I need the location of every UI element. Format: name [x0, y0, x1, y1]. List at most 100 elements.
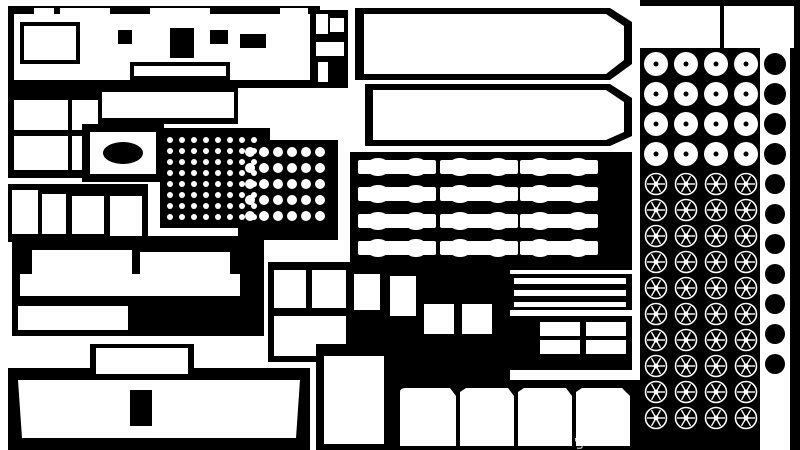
- wheel-hub: [653, 233, 659, 239]
- strut-lug: [366, 239, 390, 257]
- wheel-hub: [683, 181, 689, 187]
- wheel-hub: [683, 363, 689, 369]
- wheel-hub: [683, 389, 689, 395]
- spoked-wheel: [674, 276, 698, 300]
- strut-lug: [528, 185, 552, 203]
- blank-disc: [765, 174, 785, 194]
- wheel-hub: [743, 311, 749, 317]
- strut-parts: [358, 158, 598, 257]
- wheel-hub: [713, 389, 719, 395]
- spoked-wheel: [674, 198, 698, 222]
- strut-lug: [404, 239, 428, 257]
- spoked-wheel: [734, 380, 758, 404]
- disc-hub: [713, 121, 719, 127]
- fitting-ring: [287, 163, 297, 173]
- disc-hub: [743, 121, 749, 127]
- spoked-wheel: [734, 354, 758, 378]
- spoked-wheel: [704, 406, 728, 430]
- fitting-ring: [259, 179, 269, 189]
- spoked-wheel: [734, 302, 758, 326]
- spoked-wheel: [704, 172, 728, 196]
- fitting-ring: [259, 195, 269, 205]
- strut-lug: [448, 239, 472, 257]
- blank-disc: [765, 294, 785, 314]
- strut-lug: [486, 185, 510, 203]
- spoked-wheel: [644, 172, 668, 196]
- fitting-dot: [203, 148, 209, 154]
- deck-panel-lower: [365, 84, 632, 146]
- fitting-ring: [245, 211, 255, 221]
- wheel-hub: [653, 337, 659, 343]
- disc-hub: [683, 151, 689, 157]
- spoked-wheel: [704, 198, 728, 222]
- fitting-ring: [273, 211, 283, 221]
- fitting-ring: [273, 147, 283, 157]
- fitting-dot: [167, 181, 173, 187]
- fitting-dot: [167, 203, 173, 209]
- wheel-hub: [683, 259, 689, 265]
- wheel-hub: [683, 311, 689, 317]
- fitting-dot: [215, 170, 221, 176]
- fitting-ring: [315, 211, 325, 221]
- fitting-dot: [215, 203, 221, 209]
- spoked-wheel: [674, 250, 698, 274]
- fitting-dot: [179, 181, 185, 187]
- fitting-dot: [191, 170, 197, 176]
- wheel-hub: [743, 389, 749, 395]
- fitting-dot: [191, 137, 197, 143]
- fitting-ring: [301, 163, 311, 173]
- spoked-wheel: [734, 328, 758, 352]
- spoked-wheel: [644, 302, 668, 326]
- wheel-parts: [644, 52, 786, 437]
- fitting-dot: [191, 214, 197, 220]
- wheel-hub: [743, 363, 749, 369]
- blank-disc: [765, 354, 785, 374]
- fitting-dot: [215, 148, 221, 154]
- spoked-wheel: [644, 276, 668, 300]
- spoked-wheel: [704, 380, 728, 404]
- fitting-dot: [191, 148, 197, 154]
- fitting-dot: [239, 170, 245, 176]
- wheel-hub: [683, 285, 689, 291]
- fitting-dot: [179, 148, 185, 154]
- strut-lug: [486, 212, 510, 230]
- fitting-ring: [301, 211, 311, 221]
- fitting-dot: [179, 192, 185, 198]
- small-disc: [766, 419, 784, 437]
- spoked-wheel: [644, 198, 668, 222]
- strut-lug: [528, 212, 552, 230]
- fitting-ring: [287, 211, 297, 221]
- wheel-hub: [683, 233, 689, 239]
- strut-lug: [366, 212, 390, 230]
- blank-disc: [764, 143, 786, 165]
- fitting-ring: [273, 179, 283, 189]
- small-disc: [766, 391, 784, 409]
- wheel-hub: [713, 415, 719, 421]
- strut-lug: [566, 158, 590, 176]
- disc-hub: [743, 91, 749, 97]
- fitting-dot: [179, 214, 185, 220]
- fitting-dot: [203, 203, 209, 209]
- fitting-ring: [245, 195, 255, 205]
- wheel-hub: [683, 207, 689, 213]
- fitting-ring: [287, 147, 297, 157]
- blank-disc: [765, 324, 785, 344]
- hull-panel: [12, 236, 264, 336]
- wheel-hub: [713, 233, 719, 239]
- blank-disc: [765, 264, 785, 284]
- bridge-panel: [8, 6, 320, 88]
- spoked-wheel: [674, 302, 698, 326]
- fitting-dot: [239, 214, 245, 220]
- fitting-dot: [191, 159, 197, 165]
- wheel-hub: [653, 285, 659, 291]
- strut-lug: [566, 185, 590, 203]
- fitting-ring: [273, 163, 283, 173]
- fitting-dot: [191, 203, 197, 209]
- spoked-wheel: [734, 224, 758, 248]
- spoked-wheel: [644, 224, 668, 248]
- disc-hub: [713, 61, 719, 67]
- cabinet-panels: [8, 184, 148, 242]
- fitting-dot: [215, 214, 221, 220]
- small-parts-top: [312, 10, 348, 88]
